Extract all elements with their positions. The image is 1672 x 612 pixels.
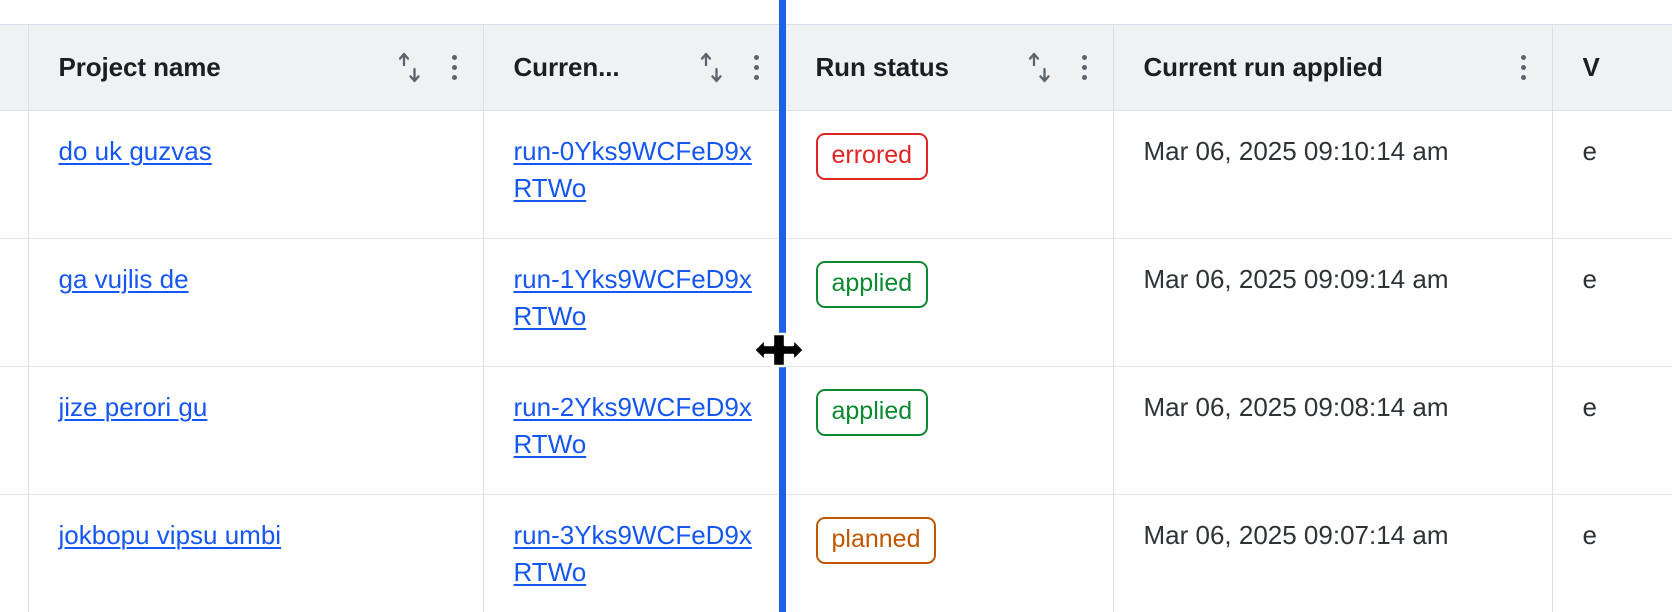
status-badge: applied <box>815 389 929 436</box>
cell-project-name: ga vujlis de <box>28 238 484 367</box>
cell-run-status: applied <box>785 366 1114 495</box>
sort-updown-icon[interactable] <box>1023 48 1057 88</box>
cell-current-run: run-1Yks9WCFeD9xRTWo <box>483 238 786 367</box>
table-body: do uk guzvas run-0Yks9WCFeD9xRTWo errore… <box>0 110 1672 612</box>
column-header-label-current-run-applied: Current run applied <box>1143 52 1383 82</box>
current-run-link[interactable]: run-0Yks9WCFeD9xRTWo <box>513 136 752 204</box>
cell-vcs: e <box>1552 494 1672 612</box>
applied-timestamp: Mar 06, 2025 09:08:14 am <box>1143 392 1449 422</box>
cell-current-run: run-2Yks9WCFeD9xRTWo <box>483 366 786 495</box>
project-name-link[interactable]: ga vujlis de <box>58 264 189 294</box>
data-table-container: Project name <box>0 24 1672 612</box>
sort-updown-icon[interactable] <box>695 48 729 88</box>
sort-updown-icon[interactable] <box>393 48 427 88</box>
cell-vcs: e <box>1552 110 1672 239</box>
cell-project-name: jize perori gu <box>28 366 484 495</box>
current-run-link[interactable]: run-2Yks9WCFeD9xRTWo <box>513 392 752 460</box>
project-name-link[interactable]: jize perori gu <box>58 392 208 422</box>
row-select-cell[interactable] <box>0 366 29 495</box>
cell-vcs: e <box>1552 238 1672 367</box>
table-row[interactable]: do uk guzvas run-0Yks9WCFeD9xRTWo errore… <box>0 110 1672 239</box>
cell-run-status: planned <box>785 494 1114 612</box>
status-badge: planned <box>815 517 937 564</box>
cell-current-run-applied: Mar 06, 2025 09:10:14 am <box>1113 110 1553 239</box>
cell-current-run-applied: Mar 06, 2025 09:09:14 am <box>1113 238 1553 367</box>
cell-current-run: run-3Yks9WCFeD9xRTWo <box>483 494 786 612</box>
row-select-cell[interactable] <box>0 110 29 239</box>
kebab-menu-icon[interactable] <box>1496 48 1552 88</box>
header-row: Project name <box>0 24 1672 111</box>
cell-current-run-applied: Mar 06, 2025 09:08:14 am <box>1113 366 1553 495</box>
column-header-current-run[interactable]: Curren... <box>483 24 786 111</box>
top-spacer <box>0 0 1672 24</box>
column-header-run-status[interactable]: Run status <box>785 24 1114 111</box>
vcs-value: e <box>1582 520 1597 550</box>
table-header: Project name <box>0 24 1672 111</box>
kebab-menu-icon[interactable] <box>1057 48 1113 88</box>
column-header-label-vcs: V <box>1582 52 1600 82</box>
cell-current-run-applied: Mar 06, 2025 09:07:14 am <box>1113 494 1553 612</box>
cell-project-name: jokbopu vipsu umbi <box>28 494 484 612</box>
vcs-value: e <box>1582 392 1597 422</box>
project-name-link[interactable]: do uk guzvas <box>58 136 212 166</box>
kebab-menu-icon[interactable] <box>427 48 483 88</box>
table-row[interactable]: ga vujlis de run-1Yks9WCFeD9xRTWo applie… <box>0 238 1672 367</box>
runs-data-table: Project name <box>0 24 1672 612</box>
row-select-cell[interactable] <box>0 238 29 367</box>
vcs-value: e <box>1582 136 1597 166</box>
current-run-link[interactable]: run-1Yks9WCFeD9xRTWo <box>513 264 752 332</box>
column-header-vcs[interactable]: V <box>1552 24 1672 111</box>
cell-vcs: e <box>1552 366 1672 495</box>
cell-current-run: run-0Yks9WCFeD9xRTWo <box>483 110 786 239</box>
column-header-label-project-name: Project name <box>58 52 221 82</box>
status-badge: errored <box>815 133 929 180</box>
column-header-label-run-status: Run status <box>815 52 949 82</box>
current-run-link[interactable]: run-3Yks9WCFeD9xRTWo <box>513 520 752 588</box>
table-row[interactable]: jokbopu vipsu umbi run-3Yks9WCFeD9xRTWo … <box>0 494 1672 612</box>
column-header-select[interactable] <box>0 24 29 111</box>
vcs-value: e <box>1582 264 1597 294</box>
project-name-link[interactable]: jokbopu vipsu umbi <box>58 520 282 550</box>
table-row[interactable]: jize perori gu run-2Yks9WCFeD9xRTWo appl… <box>0 366 1672 495</box>
status-badge: applied <box>815 261 929 308</box>
applied-timestamp: Mar 06, 2025 09:09:14 am <box>1143 264 1449 294</box>
cell-project-name: do uk guzvas <box>28 110 484 239</box>
row-select-cell[interactable] <box>0 494 29 612</box>
applied-timestamp: Mar 06, 2025 09:07:14 am <box>1143 520 1449 550</box>
column-header-project-name[interactable]: Project name <box>28 24 484 111</box>
kebab-menu-icon[interactable] <box>729 48 785 88</box>
cell-run-status: applied <box>785 238 1114 367</box>
applied-timestamp: Mar 06, 2025 09:10:14 am <box>1143 136 1449 166</box>
column-header-current-run-applied[interactable]: Current run applied <box>1113 24 1553 111</box>
cell-run-status: errored <box>785 110 1114 239</box>
column-header-label-current-run: Curren... <box>513 52 620 82</box>
